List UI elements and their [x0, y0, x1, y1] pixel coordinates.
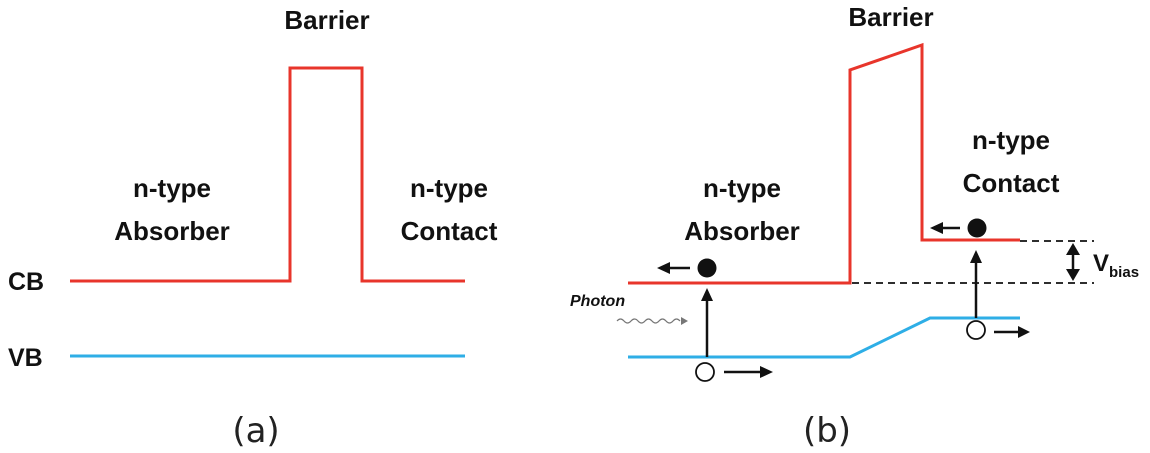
absorber-excitation-up-arrow — [701, 288, 713, 357]
absorber-hole — [695, 362, 715, 382]
panel-b-absorber-label-line2: Absorber — [684, 216, 800, 246]
photon-label: Photon — [570, 293, 625, 310]
panel-b: Vbias Photon — [570, 2, 1139, 451]
vbias-label: Vbias — [1093, 250, 1139, 281]
photon-wavy-arrow — [616, 317, 688, 325]
panel-a-conduction-band — [70, 66, 465, 283]
panel-a-absorber-label-line2: Absorber — [114, 216, 230, 246]
absorber-hole-right-arrow — [724, 366, 773, 378]
panel-a-absorber-label-line1: n-type — [133, 173, 211, 203]
panel-a-contact-label-line1: n-type — [410, 173, 488, 203]
panel-b-caption: (b) — [803, 411, 851, 451]
contact-hole — [966, 320, 986, 340]
panel-a-cb-label: CB — [8, 268, 44, 296]
panel-b-conduction-band — [628, 42, 1020, 285]
panel-b-contact-label-line1: n-type — [972, 125, 1050, 155]
panel-b-absorber-label-line1: n-type — [703, 173, 781, 203]
contact-electron — [967, 218, 987, 238]
panel-a-caption: (a) — [232, 411, 279, 451]
absorber-electron — [697, 258, 717, 278]
panel-a-vb-label: VB — [8, 344, 43, 372]
panel-b-barrier-label: Barrier — [848, 2, 933, 32]
contact-excitation-up-arrow — [970, 250, 982, 318]
vbias-label-main: V — [1093, 250, 1109, 277]
vbias-label-subscript: bias — [1109, 264, 1139, 281]
contact-electron-left-arrow — [930, 222, 960, 234]
vbias-double-arrow — [1066, 243, 1080, 281]
absorber-electron-left-arrow — [657, 262, 690, 274]
panel-b-valence-band — [628, 316, 1020, 359]
panel-a-contact-label-line2: Contact — [401, 216, 498, 246]
panel-a-barrier-label: Barrier — [284, 5, 369, 35]
contact-hole-right-arrow — [994, 326, 1030, 338]
panel-a: Barrier n-type Absorber n-type Contact C… — [8, 5, 498, 451]
panel-b-contact-label-line2: Contact — [963, 168, 1060, 198]
